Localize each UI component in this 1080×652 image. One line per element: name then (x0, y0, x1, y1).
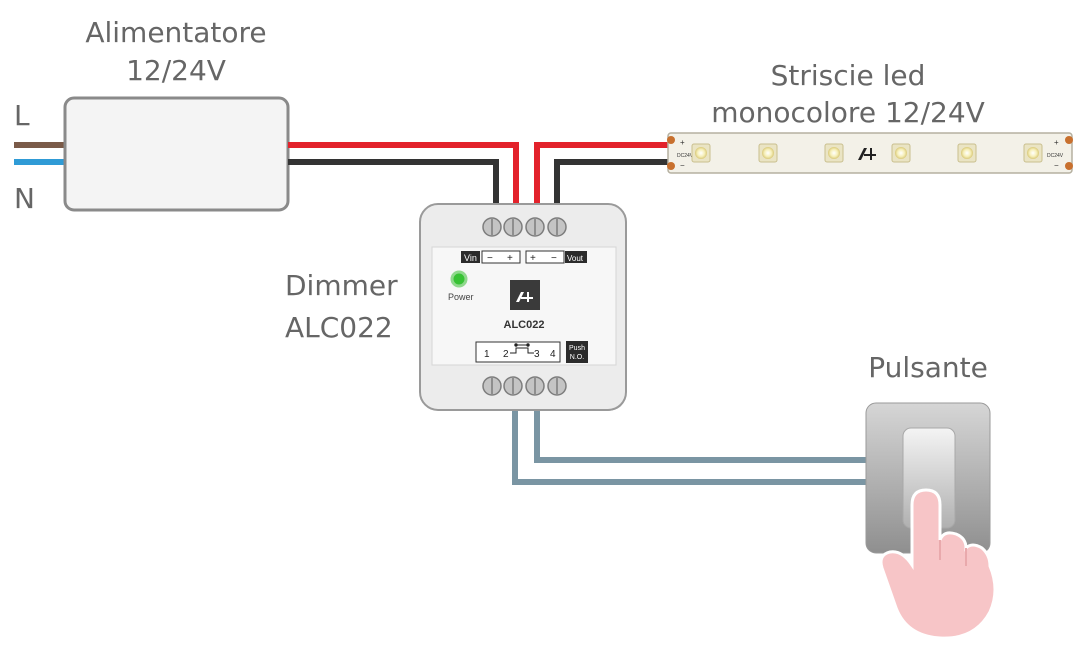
strip-plus-left: + (680, 138, 685, 147)
led-strip-label-line1: Striscie led (771, 59, 926, 92)
strip-minus-right: − (1054, 161, 1059, 170)
strip-negative-wire (554, 159, 668, 212)
vout-plus: + (530, 253, 536, 264)
supply-positive-wire (288, 142, 519, 212)
terminal-4: 4 (550, 349, 556, 360)
terminal-screw (503, 376, 523, 396)
vin-label: Vin (464, 253, 477, 263)
terminal-screw (547, 376, 567, 396)
dimmer-logo-icon (510, 280, 540, 310)
hand-pointer-icon (879, 488, 997, 640)
strip-voltage-left: DC24V (677, 153, 694, 159)
strip-voltage-right: DC24V (1047, 153, 1064, 159)
led-chip (957, 143, 977, 163)
power-supply-label-line2: 12/24V (126, 54, 226, 87)
strip-plus-right: + (1054, 138, 1059, 147)
terminal-3: 3 (534, 349, 540, 360)
power-supply-label-line1: Alimentatore (85, 16, 266, 49)
no-label: N.O. (570, 354, 584, 361)
terminal-screw (525, 376, 545, 396)
neutral-label: N (14, 182, 35, 215)
dimmer-module: Vin − + + − Vout Power ALC022 1 2 3 4 Pu… (419, 203, 627, 411)
terminal-screw (503, 217, 523, 237)
led-chip (758, 143, 778, 163)
vout-minus: − (551, 253, 557, 264)
terminal-2: 2 (503, 349, 509, 360)
led-chip (824, 143, 844, 163)
push-button-label: Pulsante (868, 351, 988, 384)
led-chip (1023, 143, 1043, 163)
power-supply-box (63, 96, 290, 212)
push-wire-2 (534, 398, 866, 463)
terminal-screw (547, 217, 567, 237)
led-strip: + − DC24V + − DC24V (667, 132, 1073, 174)
dimmer-label-line2: ALC022 (285, 311, 393, 344)
terminal-screw (482, 376, 502, 396)
strip-minus-left: − (680, 161, 685, 170)
dimmer-label-line1: Dimmer (285, 269, 398, 302)
terminal-screw (482, 217, 502, 237)
terminal-1: 1 (484, 349, 490, 360)
push-label: Push (569, 345, 585, 352)
terminal-screw (525, 217, 545, 237)
switch-symbol-icon (510, 343, 534, 354)
brand-logo-icon (858, 148, 876, 160)
vin-plus: + (507, 253, 513, 264)
led-chip (691, 143, 711, 163)
led-strip-label-line2: monocolore 12/24V (711, 96, 985, 129)
strip-positive-wire (534, 142, 668, 212)
vout-label: Vout (567, 254, 584, 263)
led-chip (891, 143, 911, 163)
power-led-icon (450, 270, 468, 288)
dimmer-model-label: ALC022 (504, 319, 545, 331)
supply-negative-wire (288, 159, 499, 212)
vin-minus: − (487, 253, 493, 264)
push-wire-1 (512, 398, 866, 485)
power-label: Power (448, 292, 474, 302)
phase-label: L (14, 99, 30, 132)
